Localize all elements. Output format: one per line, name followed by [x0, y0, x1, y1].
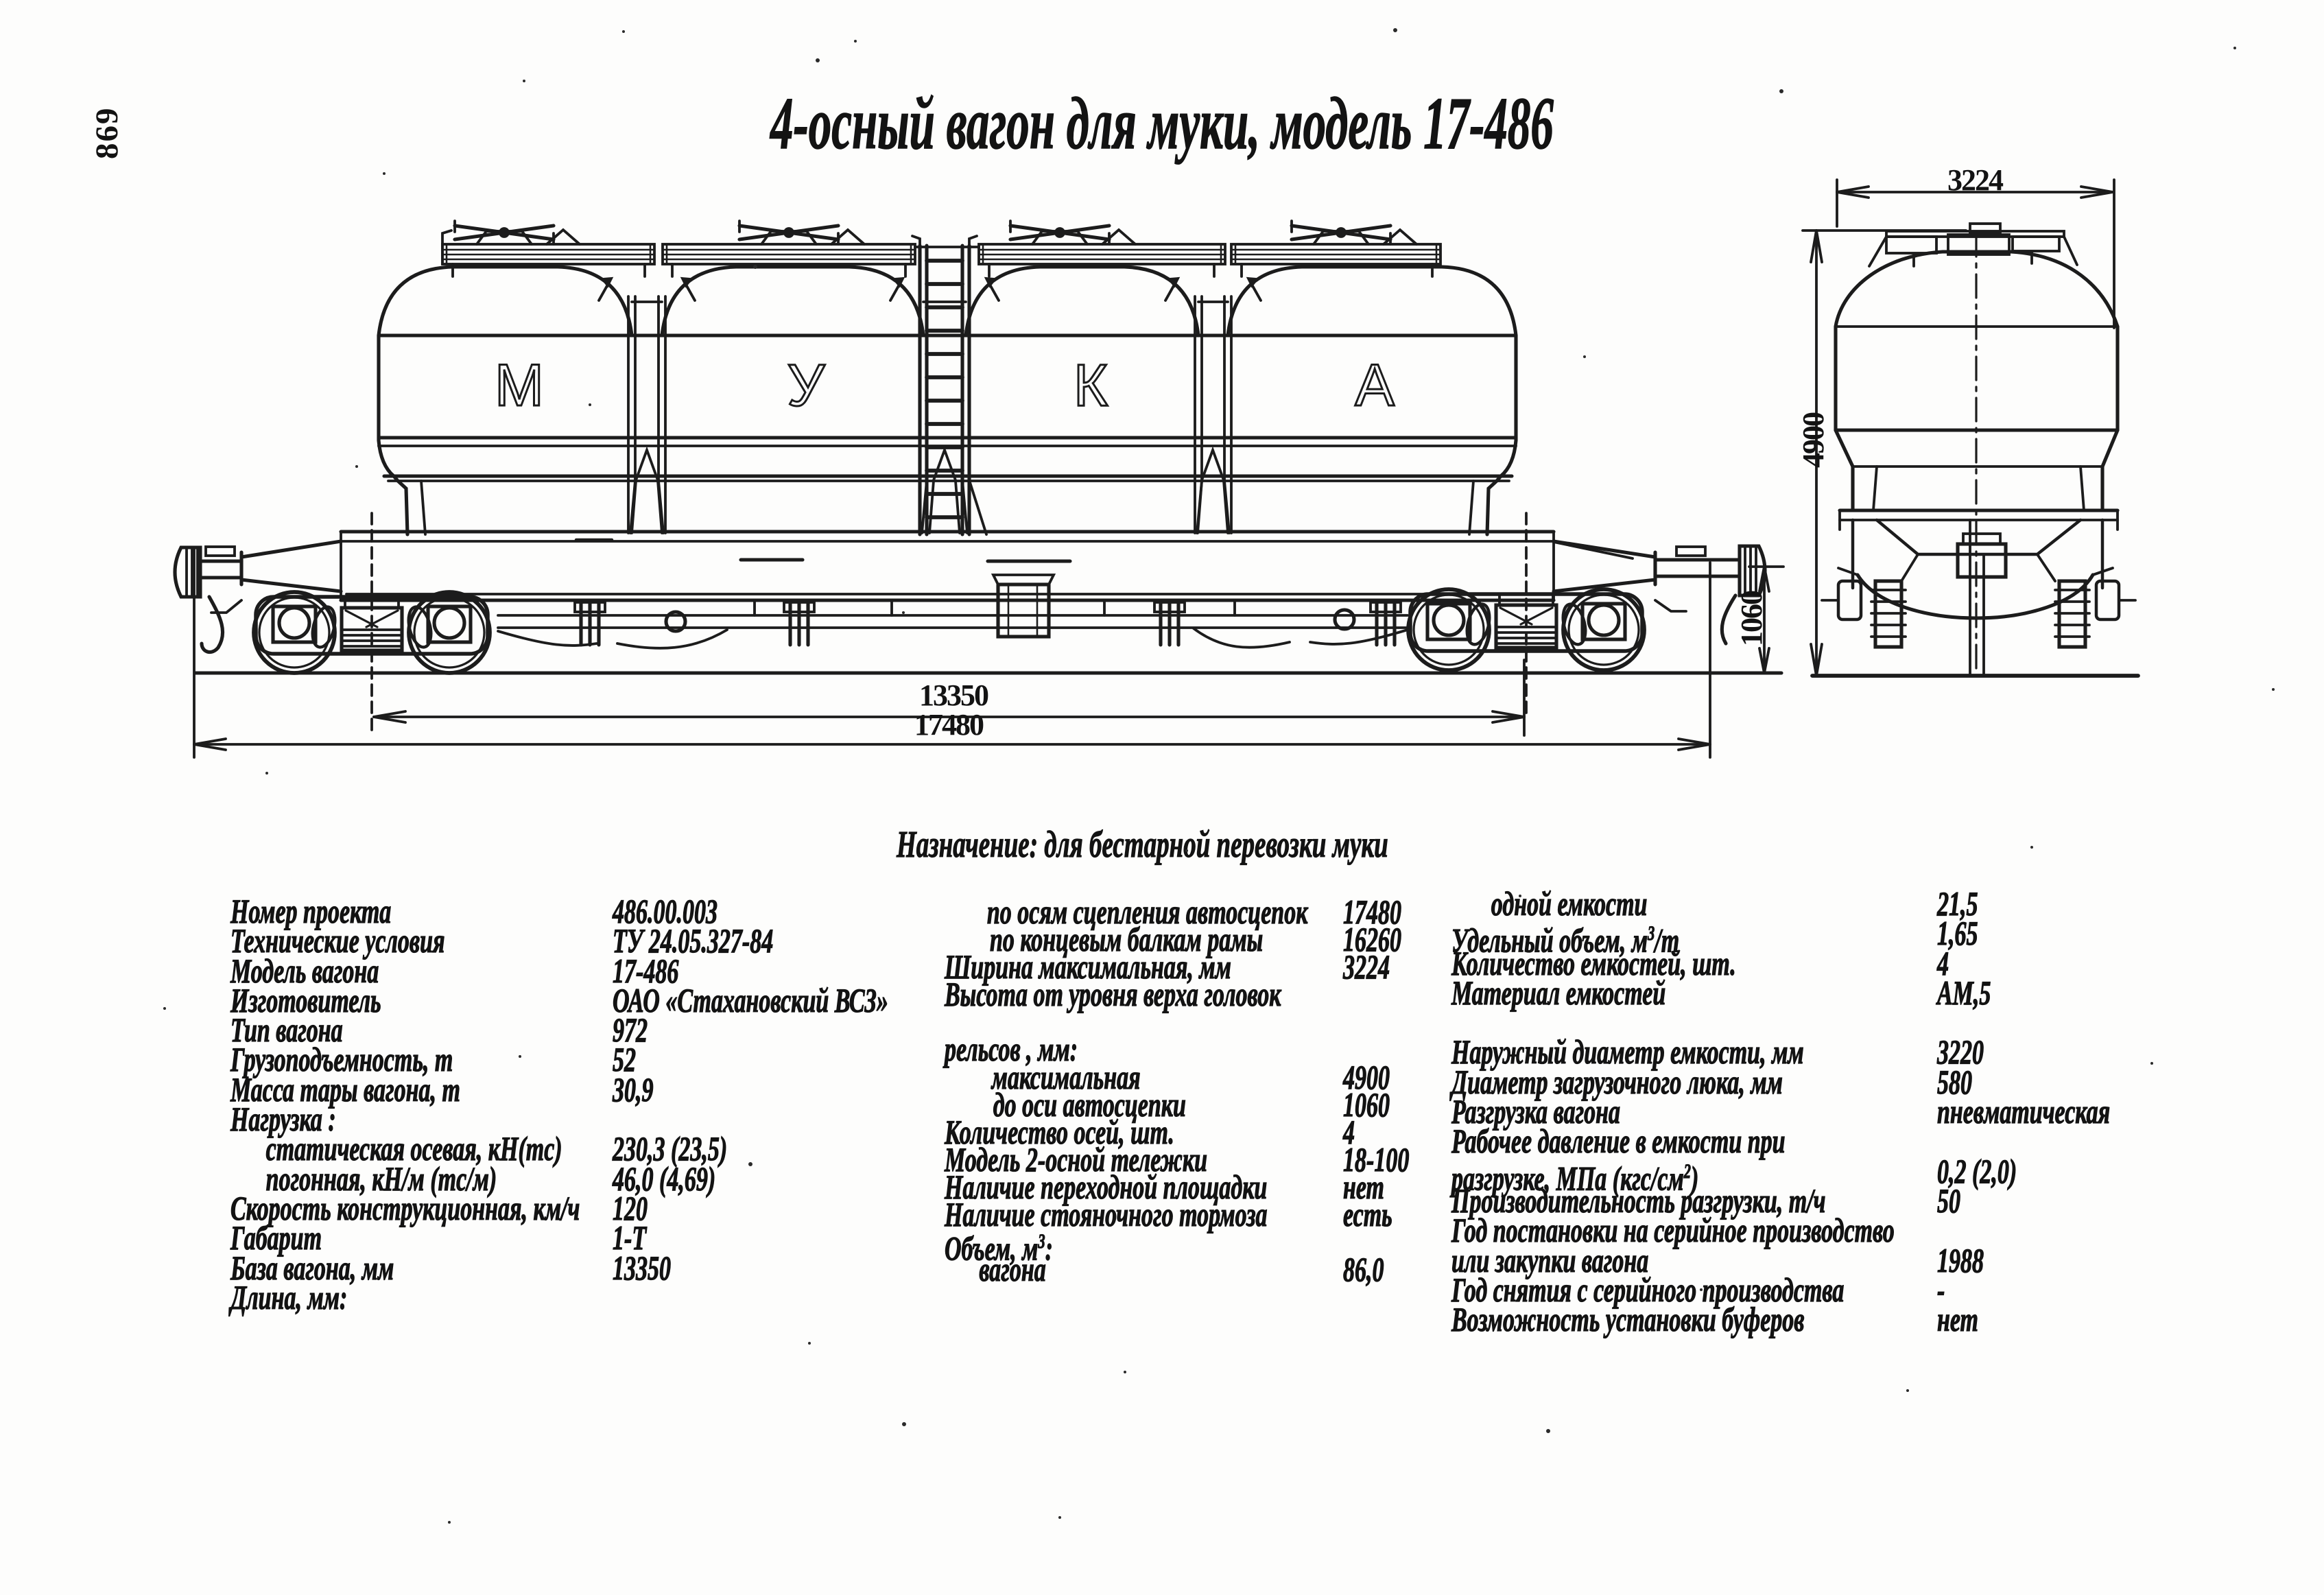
- svg-text:М: М: [495, 353, 544, 418]
- svg-text:А: А: [1355, 353, 1395, 418]
- svg-text:У: У: [787, 353, 826, 418]
- svg-text:К: К: [1074, 353, 1108, 418]
